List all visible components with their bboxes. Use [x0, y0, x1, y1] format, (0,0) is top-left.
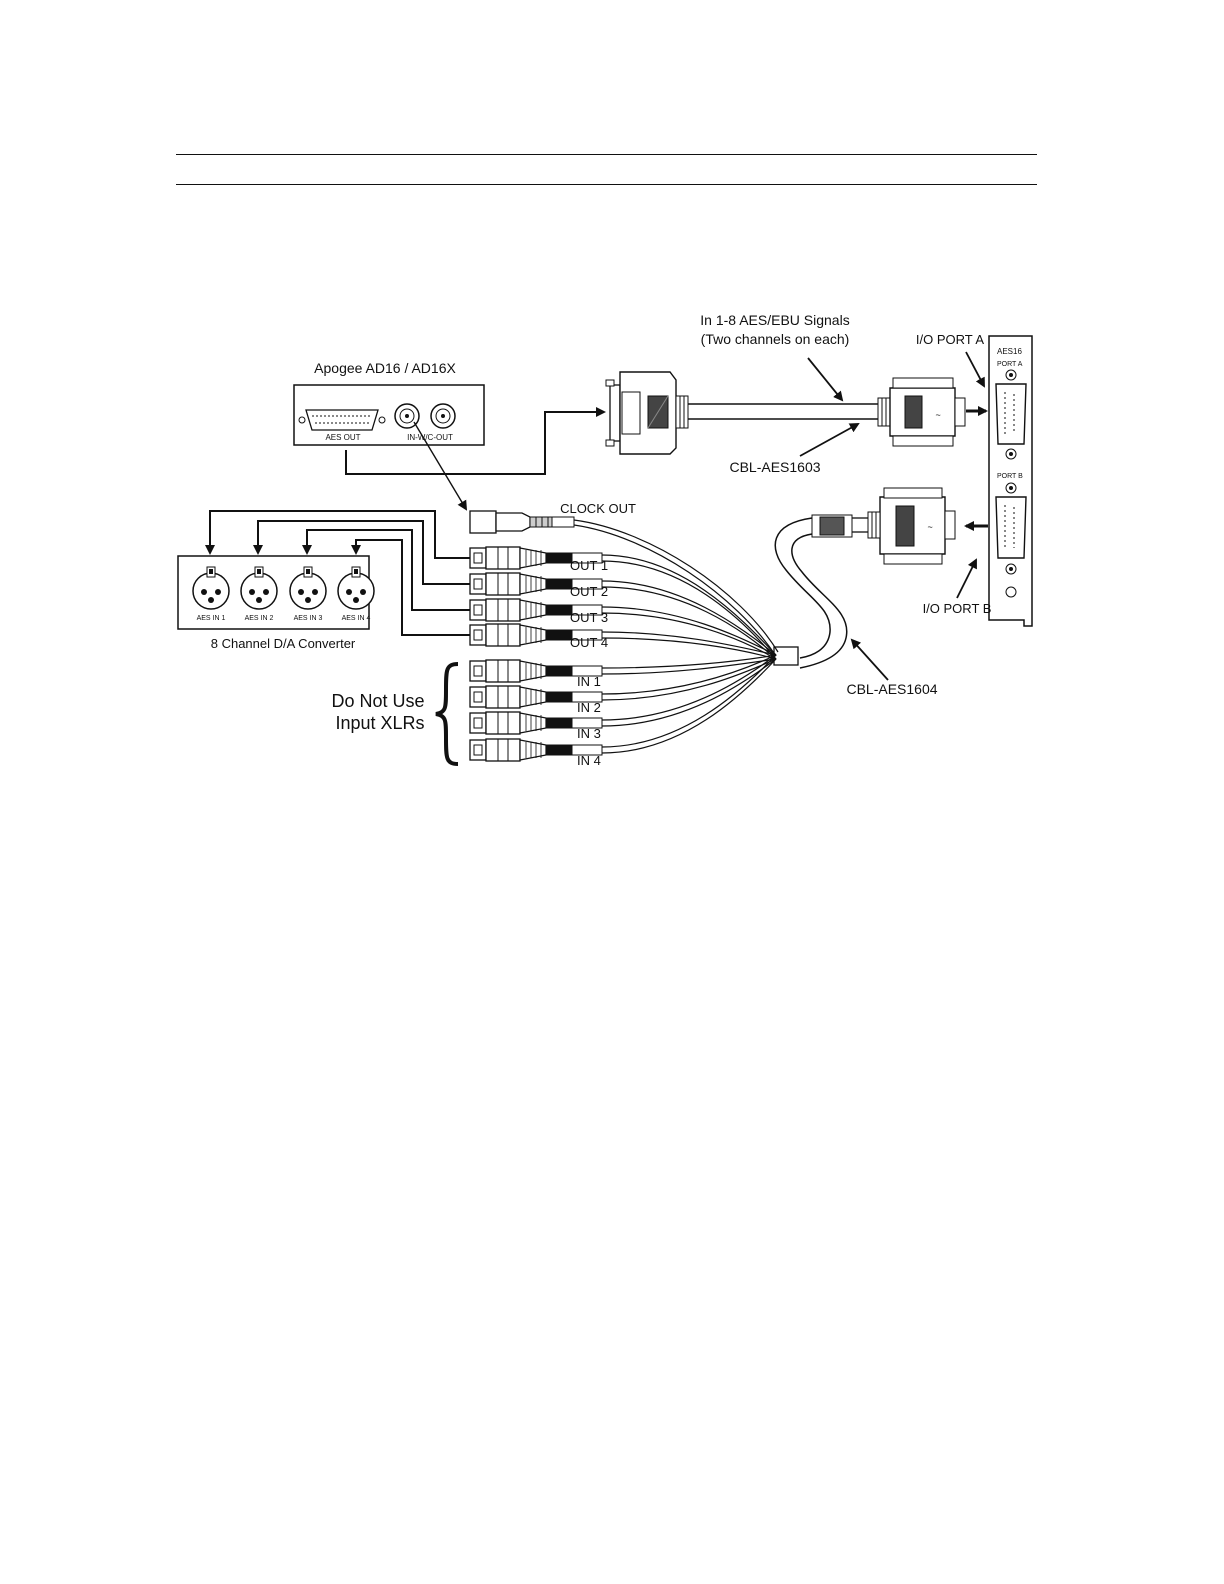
out-label-4: OUT 4: [570, 635, 608, 650]
io-port-b-arrow: [957, 560, 976, 598]
card-port-b-small: PORT B: [997, 473, 1023, 480]
note-line1: Do Not Use: [331, 691, 424, 711]
wordclock-bnc-out: [431, 404, 455, 428]
cbl-aes1604-connector: ~: [812, 488, 955, 564]
cbl-aes1604-label: CBL-AES1604: [846, 681, 937, 697]
io-port-a-arrow: [966, 352, 984, 386]
out-xlr-connector-4: [470, 624, 776, 659]
note-brace: [436, 664, 458, 764]
aes-in-label-1: AES IN 1: [197, 615, 226, 622]
da-converter-title: 8 Channel D/A Converter: [211, 636, 356, 651]
aes16-card: AES16 PORT A PORT B: [989, 336, 1032, 626]
cbl-aes1604-arrow: [852, 640, 888, 680]
in-label-2: IN 2: [577, 700, 601, 715]
in-cable-wire-2: [602, 655, 776, 694]
clock-out-bnc-plug: [470, 511, 574, 533]
aes-in-label-3: AES IN 3: [294, 615, 323, 622]
card-title: AES16: [997, 347, 1022, 356]
out-label-1: OUT 1: [570, 558, 608, 573]
cbl-aes1604-snake: [774, 518, 847, 668]
in-cable-wire-4: [602, 655, 776, 747]
apogee-ad16-unit: Apogee AD16 / AD16X AES OUT IN-W/C-OUT: [294, 360, 484, 445]
clock-out-label: CLOCK OUT: [560, 501, 636, 516]
lynx-logo-a: ~: [935, 410, 940, 420]
out-cable-wire-1: [602, 555, 776, 655]
wordclock-label: IN-W/C-OUT: [407, 433, 453, 442]
aes-out-dsub-connector: [299, 410, 385, 430]
in-label-3: IN 3: [577, 726, 601, 741]
aes-out-label: AES OUT: [325, 433, 360, 442]
apogee-title: Apogee AD16 / AD16X: [314, 360, 456, 376]
lynx-logo-b: ~: [927, 522, 932, 532]
note-line2: Input XLRs: [335, 713, 424, 733]
port-b-dsub: [996, 497, 1026, 558]
signal-label-line1: In 1-8 AES/EBU Signals: [700, 312, 849, 328]
cbl-aes1603-arrow: [800, 424, 858, 456]
in-label-1: IN 1: [577, 674, 601, 689]
io-port-b-label: I/O PORT B: [923, 601, 992, 616]
xlr-breakout-group: OUT 1 OUT 2 OUT 3 OUT 4 IN 1 IN 2 IN 3 IN 4: [470, 547, 776, 768]
signal-label-arrow: [808, 358, 842, 400]
cbl-aes1603-cable: ~: [606, 372, 965, 454]
signal-label-line2: (Two channels on each): [701, 331, 850, 347]
out-cable-wire-2: [602, 581, 776, 655]
cbl-aes1603-label: CBL-AES1603: [729, 459, 820, 475]
in-label-4: IN 4: [577, 753, 601, 768]
aes-in-label-2: AES IN 2: [245, 615, 274, 622]
io-port-a-label: I/O PORT A: [916, 332, 984, 347]
out-label-2: OUT 2: [570, 584, 608, 599]
da-converter-unit: AES IN 1 AES IN 2 AES IN 3 AES IN 4 8 Chann…: [178, 556, 374, 651]
aes-in-label-4: AES IN 4: [342, 615, 371, 622]
out-label-3: OUT 3: [570, 610, 608, 625]
card-port-a-small: PORT A: [997, 361, 1023, 368]
out1-to-aes-in1-line: [210, 511, 470, 558]
port-a-dsub: [996, 384, 1026, 444]
